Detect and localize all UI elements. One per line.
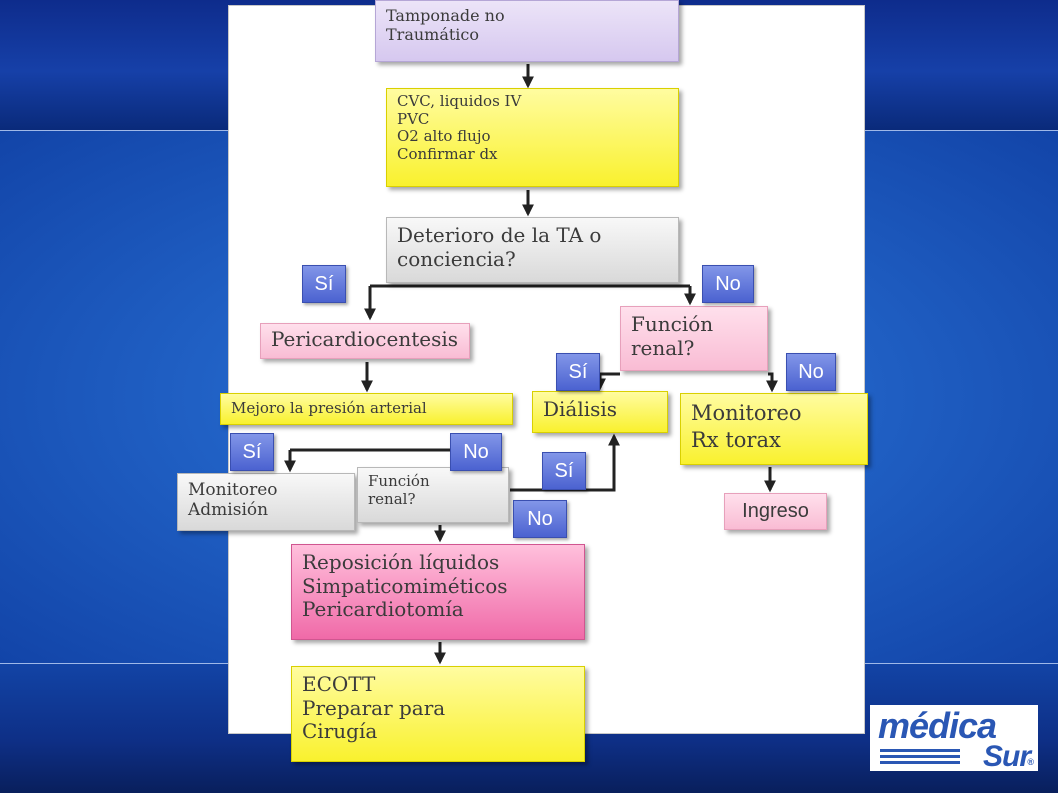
- tag-no-funcion-renal-2: No: [513, 500, 567, 538]
- tag-no-funcion-renal: No: [786, 353, 836, 391]
- node-funcion-renal-2: Función renal?: [357, 467, 509, 523]
- node-cvc: CVC, liquidos IV PVC O2 alto flujo Confi…: [386, 88, 679, 187]
- node-dialisis: Diálisis: [532, 391, 668, 433]
- node-tamponade: Tamponade no Traumático: [375, 0, 679, 62]
- node-monitoreo-rx: Monitoreo Rx torax: [680, 393, 868, 465]
- node-deterioro: Deterioro de la TA o conciencia?: [386, 217, 679, 283]
- arrow-connector: [594, 372, 620, 391]
- arrow-connector: [370, 284, 690, 318]
- node-funcion-renal-1: Función renal?: [620, 306, 768, 371]
- tag-si-deterioro: Sí: [302, 265, 346, 303]
- tag-si-mejoro: Sí: [230, 433, 274, 471]
- arrow-connector: [510, 433, 620, 492]
- tag-no-deterioro: No: [702, 265, 754, 303]
- tag-no-mejoro: No: [450, 433, 502, 471]
- tag-si-funcion-renal-2: Sí: [542, 452, 586, 490]
- node-monitoreo-admision: Monitoreo Admisión: [177, 473, 355, 531]
- logo-stripes: [880, 749, 960, 765]
- node-reposicion: Reposición líquidos Simpaticomiméticos P…: [291, 544, 585, 640]
- node-mejoro-presion: Mejoro la presión arterial: [220, 393, 513, 425]
- node-pericardiocentesis: Pericardiocentesis: [260, 323, 470, 359]
- tag-si-funcion-renal: Sí: [556, 353, 600, 391]
- medica-sur-logo: médica Sur ®: [870, 705, 1038, 771]
- node-ingreso: Ingreso: [724, 493, 827, 530]
- node-ecott: ECOTT Preparar para Cirugía: [291, 666, 585, 762]
- arrow-connector: [766, 372, 778, 393]
- arrow-connector: [290, 448, 478, 470]
